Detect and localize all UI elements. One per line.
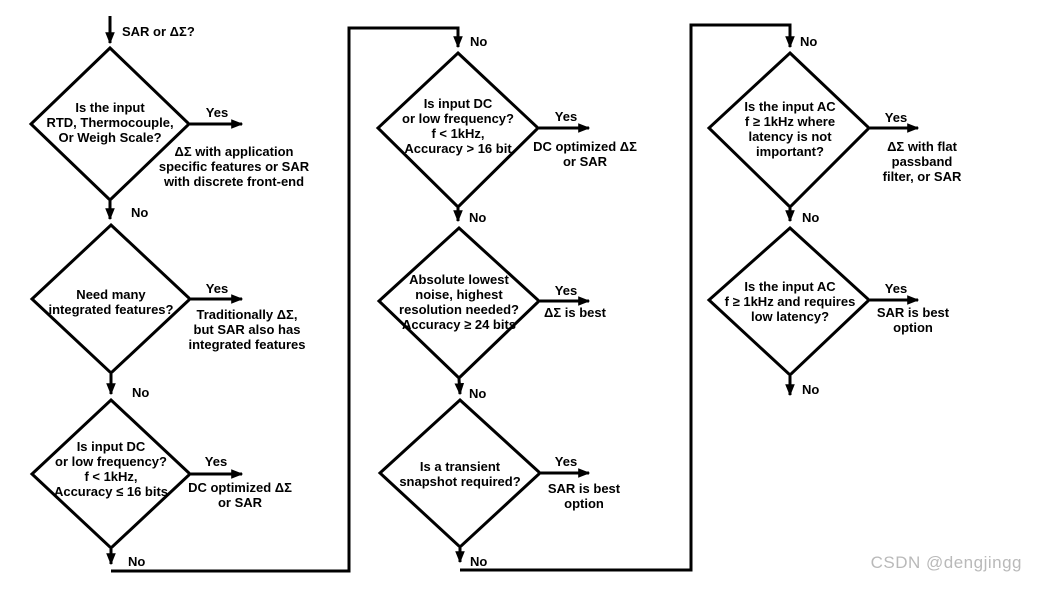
question-c1d1: Is the input RTD, Thermocouple, Or Weigh… [46,100,174,145]
no-label-c1d3: No [128,554,146,569]
no-label-c2d3: No [470,554,488,569]
question-c1d3: Is input DC or low frequency? f < 1kHz, … [53,439,169,499]
result-c2d1: DC optimized ΔΣ or SAR [533,139,637,169]
result-c1d2: Traditionally ΔΣ, but SAR also has integ… [188,307,306,352]
result-c2d3: SAR is best option [547,481,621,511]
decision-c1d3-diamond [29,397,193,551]
question-c1d2: Need many integrated features? [48,287,174,317]
question-c2d1: Is input DC or low frequency? f < 1kHz, … [402,96,514,156]
question-c3d1: Is the input AC f ≥ 1kHz where latency i… [744,99,836,159]
yes-label-c3d2: Yes [884,281,908,296]
decision-c2d2-diamond [376,225,542,381]
loop-col2-to-col3 [460,23,795,572]
question-c3d2: Is the input AC f ≥ 1kHz and requires lo… [724,279,856,324]
no-label-c3d1: No [802,210,820,225]
csdn-watermark: CSDN @dengjingg [870,553,1022,572]
no-label-col2-entry: No [470,34,488,49]
question-c2d3: Is a transient snapshot required? [399,459,521,489]
no-label-c3d2: No [802,382,820,397]
yes-label-c2d3: Yes [554,454,578,469]
question-c2d2: Absolute lowest noise, highest resolutio… [399,272,519,332]
result-c2d2: ΔΣ is best [544,305,606,320]
decision-c3d2-diamond [706,225,872,378]
decision-c2d1-diamond [375,50,541,210]
yes-label-c1d1: Yes [205,105,229,120]
no-label-c1d1: No [131,205,149,220]
decision-c3d1-diamond [706,50,872,210]
c2d2-no-arrow [454,378,465,396]
result-c3d2: SAR is best option [876,305,950,335]
result-c1d1: ΔΣ with application specific features or… [158,144,310,189]
decision-c1d2-diamond [29,222,193,376]
yes-label-c2d1: Yes [554,109,578,124]
result-c1d3: DC optimized ΔΣ or SAR [188,480,292,510]
no-label-col3-entry: No [800,34,818,49]
loop-col1-to-col2 [111,26,463,573]
start-label: SAR or ΔΣ? [122,24,195,39]
yes-label-c3d1: Yes [884,110,908,125]
yes-label-c2d2: Yes [554,283,578,298]
decision-c2d3-diamond [377,397,543,550]
no-label-c1d2: No [132,385,150,400]
yes-label-c1d2: Yes [205,281,229,296]
no-label-c2d1: No [469,210,487,225]
decision-c1d1-diamond [28,45,192,203]
no-label-c2d2: No [469,386,487,401]
result-c3d1: ΔΣ with flat passband filter, or SAR [882,139,962,184]
yes-label-c1d3: Yes [204,454,228,469]
